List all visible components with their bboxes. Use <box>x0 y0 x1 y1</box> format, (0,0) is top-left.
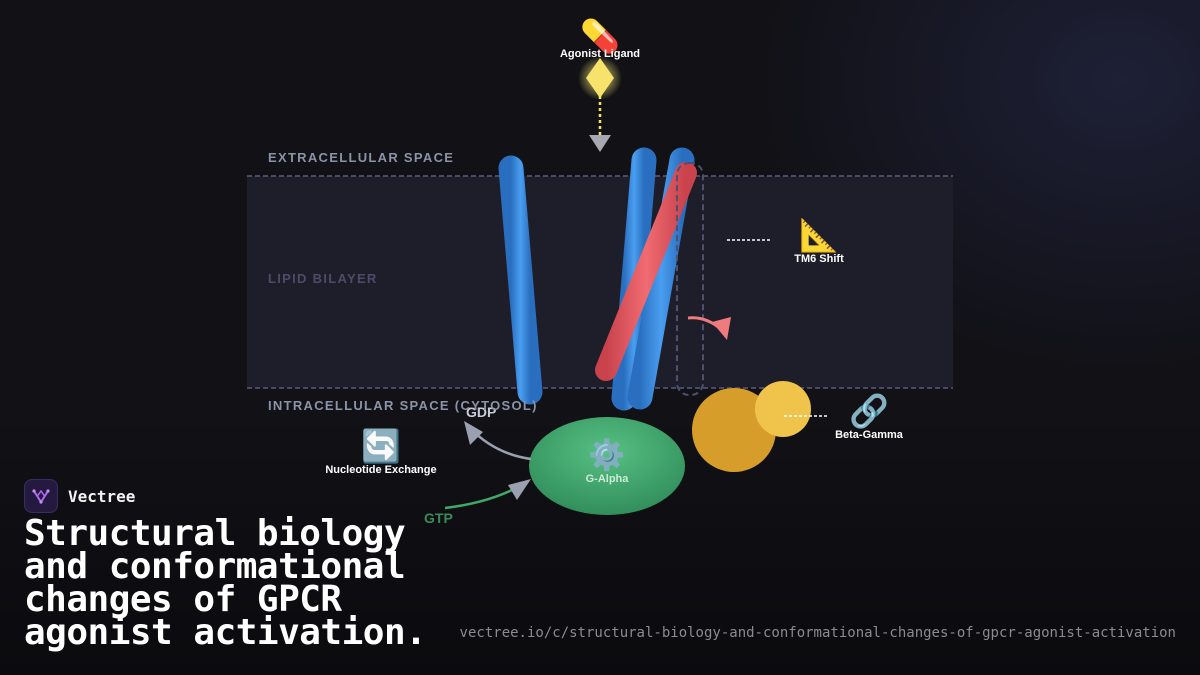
gtp-label: GTP <box>424 510 453 526</box>
counterclockwise-arrows-icon: 🔄 <box>361 428 401 464</box>
triangular-ruler-icon: 📐 <box>799 217 839 253</box>
nucleotide-callout: 🔄 Nucleotide Exchange <box>316 428 446 476</box>
tm6-callout: 📐 TM6 Shift <box>774 217 864 265</box>
beta-gamma-callout: 🔗 Beta-Gamma <box>826 393 912 441</box>
brand-name: Vectree <box>68 486 136 506</box>
ligand-diamond <box>586 58 614 98</box>
pill-icon: 💊 <box>580 18 620 54</box>
tm6-shift-arrowhead <box>712 317 731 340</box>
intracellular-label: INTRACELLULAR SPACE (CYTOSOL) <box>268 398 538 413</box>
ligand-callout: 💊 Agonist Ligand <box>548 18 652 66</box>
gtp-binding-arrow <box>444 485 519 510</box>
ligand-label: Agonist Ligand <box>559 48 641 60</box>
gdp-label: GDP <box>466 404 496 420</box>
beta-gamma-label: Beta-Gamma <box>835 429 903 441</box>
lipid-bilayer-label: LIPID BILAYER <box>268 271 378 286</box>
gear-icon: ⚙️ <box>588 439 626 472</box>
gdp-arrowhead <box>464 421 483 445</box>
gamma-subunit <box>755 381 811 437</box>
tm-helix-1 <box>498 155 543 405</box>
tm6-label: TM6 Shift <box>794 253 844 265</box>
tm6-original-outline <box>676 162 704 396</box>
vectree-logo-icon <box>24 479 58 513</box>
page-title: Structural biology and conformational ch… <box>24 513 427 653</box>
g-alpha-label: G-Alpha <box>585 473 629 485</box>
g-alpha-subunit <box>529 417 685 515</box>
link-icon: 🔗 <box>849 393 889 429</box>
tm-helix-bundle <box>498 140 697 411</box>
vectree-logo-mark <box>32 489 50 504</box>
extracellular-label: EXTRACELLULAR SPACE <box>268 150 455 165</box>
tm6-helix-red <box>595 162 697 381</box>
g-alpha-callout: ⚙️ G-Alpha <box>567 439 647 485</box>
page-url[interactable]: vectree.io/c/structural-biology-and-conf… <box>459 625 1176 641</box>
nucleotide-label: Nucleotide Exchange <box>325 464 437 476</box>
gtp-arrowhead <box>508 479 531 500</box>
brand: Vectree <box>24 479 135 513</box>
